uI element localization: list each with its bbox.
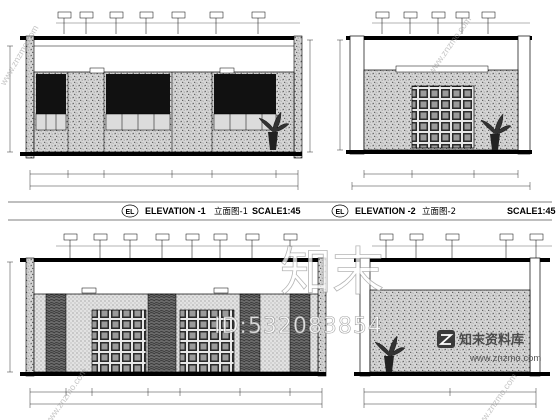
watermark: www.znzmo.com www.znzmo.com www.znzmo.co… (0, 15, 541, 420)
elevation-3-material-tags (56, 233, 320, 258)
elevation-2-scale: SCALE1:45 (507, 206, 556, 216)
elevation-1-cn-name: 立面图-1 (214, 206, 248, 217)
elevation-2-dimensions (337, 39, 531, 190)
elevation-1-dimensions (7, 39, 313, 190)
elevation-1-scale: SCALE1:45 (252, 206, 301, 216)
elevation-1-drawing (7, 11, 313, 190)
elevation-1-windows (35, 67, 277, 131)
elevation-2-name: ELEVATION -2 (355, 206, 416, 216)
elevation-3-drawing (7, 233, 327, 408)
elevation-1-symbol (121, 204, 139, 218)
elevation-2-drawing (337, 11, 532, 190)
watermark-logo-text: 知末 (280, 243, 384, 303)
elevation-4-dimensions (363, 388, 537, 408)
elevation-1-title: EL ELEVATION -1 立面图-1 SCALE1:45 (121, 204, 301, 218)
elevation-4-material-tags (372, 233, 552, 258)
elevation-2-code: EL (336, 209, 346, 216)
elevation-1-material-tags (56, 11, 300, 34)
watermark-id: ID:532083854 (214, 314, 383, 339)
watermark-diagonal-url-4: www.znzmo.com (471, 371, 518, 420)
elevation-2-symbol (331, 204, 349, 218)
elevation-1-code: EL (126, 209, 136, 216)
elevation-2-material-tags (372, 11, 530, 34)
elevation-2-cn-name: 立面图-2 (422, 206, 456, 217)
plant-icon (258, 111, 290, 150)
elevation-3-dimensions (7, 261, 323, 408)
watermark-site-name: 知末资料库 (459, 332, 524, 348)
watermark-site-badge: 知末资料库 www.znzmo.com (437, 330, 541, 364)
elevation-1-name: ELEVATION -1 (145, 206, 206, 216)
watermark-site-url: www.znzmo.com (469, 353, 541, 364)
elevation-2-title: EL ELEVATION -2 立面图-2 SCALE1:45 (331, 204, 556, 218)
title-band: EL ELEVATION -1 立面图-1 SCALE1:45 EL ELEVA… (8, 201, 556, 221)
plant-icon (480, 113, 512, 150)
plant-icon (374, 335, 406, 372)
